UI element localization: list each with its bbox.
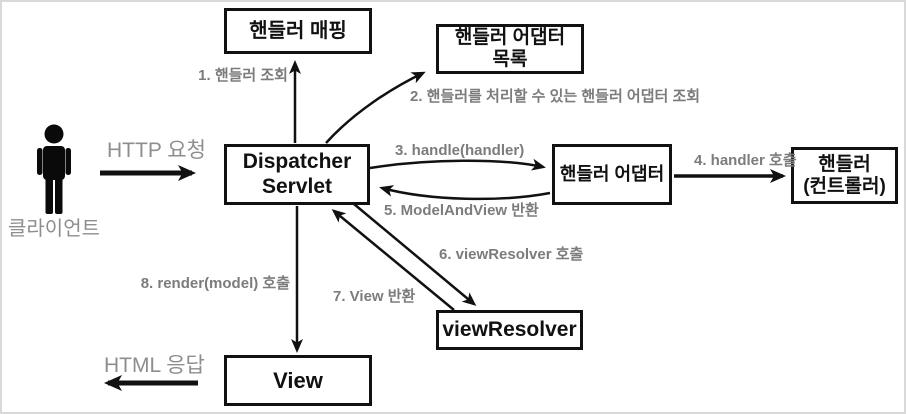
handler-adapter-list-box: 핸들러 어댑터 목록 [436, 24, 584, 74]
http-request-label: HTTP 요청 [107, 139, 206, 162]
step8-label: 8. render(model) 호출 [140, 275, 290, 292]
step5-modelandview-return-arrow [379, 185, 551, 201]
step1-label: 1. 핸들러 조회 [198, 67, 288, 84]
step4-label: 4. handler 호출 [694, 152, 797, 169]
step3-handle-arrow [369, 158, 546, 171]
client-person-icon [37, 124, 71, 214]
handler-adapter-box: 핸들러 어댑터 [552, 144, 672, 205]
step6-label: 6. viewResolver 호출 [439, 246, 584, 263]
view-box: View [224, 355, 372, 406]
step7-label: 7. View 반환 [333, 288, 416, 305]
handler-mapping-box: 핸들러 매핑 [224, 8, 372, 54]
view-resolver-box: viewResolver [436, 310, 583, 350]
step3-label: 3. handle(handler) [395, 142, 525, 159]
step6-viewresolver-call-arrow [353, 203, 477, 306]
step2-adapter-lookup-arrow [325, 71, 426, 144]
dispatcher-servlet-box: Dispatcher Servlet [224, 144, 370, 205]
handler-controller-box: 핸들러 (컨트롤러) [791, 147, 898, 204]
step2-label: 2. 핸들러를 처리할 수 있는 핸들러 어댑터 조회 [410, 88, 701, 105]
html-response-label: HTML 응답 [104, 354, 205, 377]
step5-label: 5. ModelAndView 반환 [384, 202, 539, 219]
step7-view-return-arrow [331, 209, 455, 311]
client-label: 클라이언트 [8, 218, 100, 240]
